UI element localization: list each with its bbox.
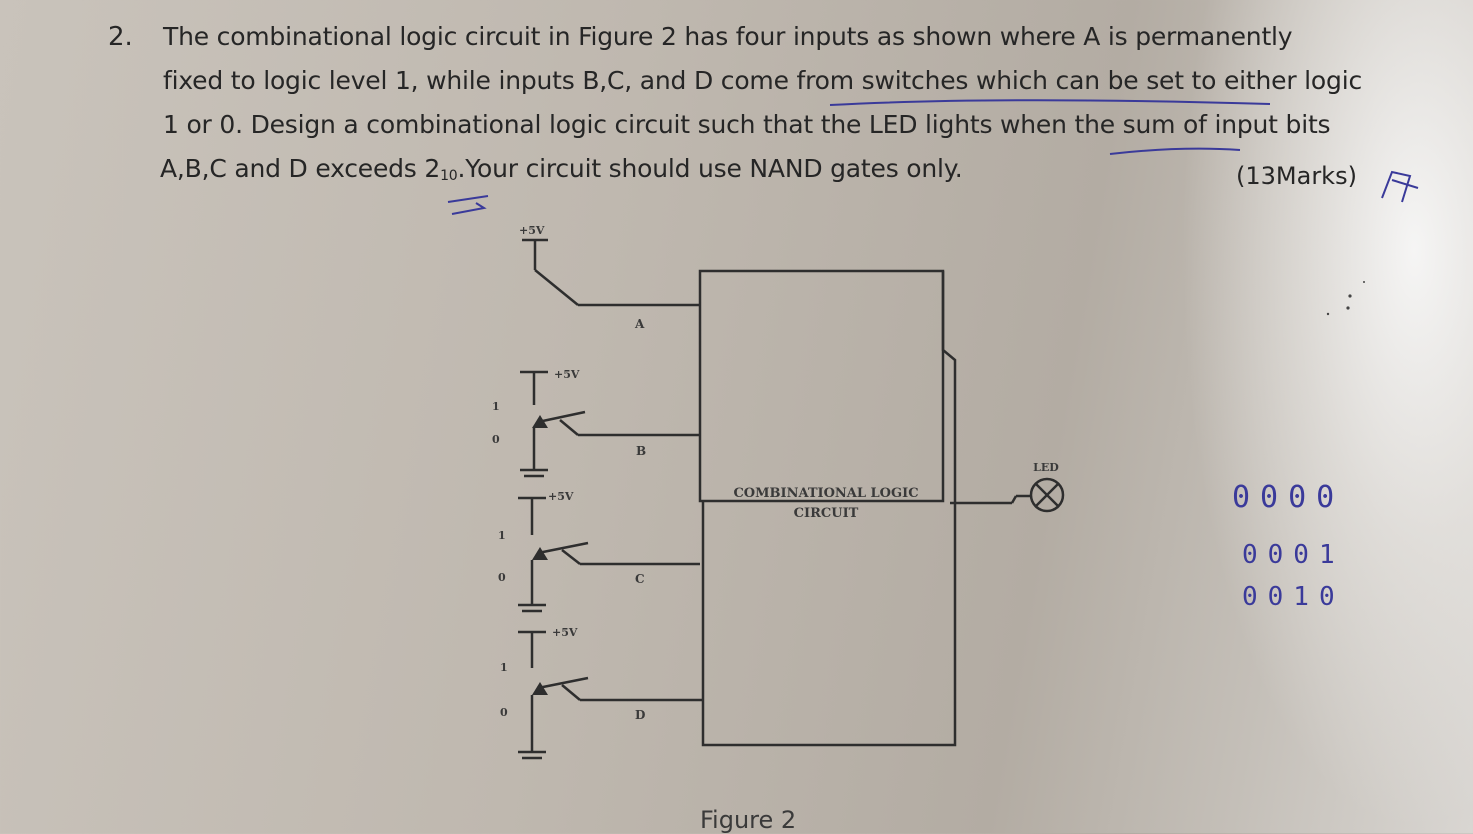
- question-number: 2.: [108, 22, 133, 52]
- supply-label-a: +5V: [519, 224, 545, 237]
- note-row-3: 0010: [1242, 582, 1345, 612]
- marks-label: (13Marks): [1236, 162, 1357, 190]
- box-label-line-1: COMBINATIONAL LOGIC: [733, 486, 918, 501]
- switch-c-state-0: 0: [498, 571, 506, 584]
- question-line-3: 1 or 0. Design a combinational logic cir…: [163, 110, 1331, 139]
- question-line-1: The combinational logic circuit in Figur…: [163, 22, 1293, 51]
- supply-label-b: +5V: [554, 368, 580, 381]
- switch-b-state-0: 0: [492, 433, 500, 446]
- note-row-1: 0000: [1232, 480, 1345, 515]
- line-4-text-a: A,B,C and D exceeds 2: [160, 154, 441, 183]
- switch-d-state-0: 0: [500, 706, 508, 719]
- supply-label-c: +5V: [548, 490, 574, 503]
- input-label-b: B: [636, 444, 646, 458]
- line-4-text-b: .Your circuit should use NAND gates only…: [457, 154, 963, 183]
- switch-b-state-1: 1: [492, 400, 500, 413]
- supply-label-d: +5V: [552, 626, 578, 639]
- pen-underlines: [447, 99, 1419, 215]
- base-subscript: 10: [440, 168, 458, 184]
- switch-c-state-1: 1: [498, 529, 506, 542]
- pen-specks: [1326, 281, 1365, 316]
- box-label-line-2: CIRCUIT: [794, 506, 859, 521]
- question-line-2: fixed to logic level 1, while inputs B,C…: [163, 66, 1362, 95]
- input-label-a: A: [634, 317, 645, 331]
- wiring: [518, 238, 1065, 760]
- figure-caption: Figure 2: [700, 806, 797, 834]
- question-line-4: A,B,C and D exceeds 210.Your circuit sho…: [160, 154, 963, 184]
- switch-d-state-1: 1: [500, 661, 508, 674]
- switch-arrows: [532, 415, 548, 695]
- led-label: LED: [1033, 461, 1059, 474]
- note-row-2: 0001: [1242, 540, 1345, 570]
- input-label-c: C: [635, 572, 645, 586]
- input-label-d: D: [635, 708, 645, 722]
